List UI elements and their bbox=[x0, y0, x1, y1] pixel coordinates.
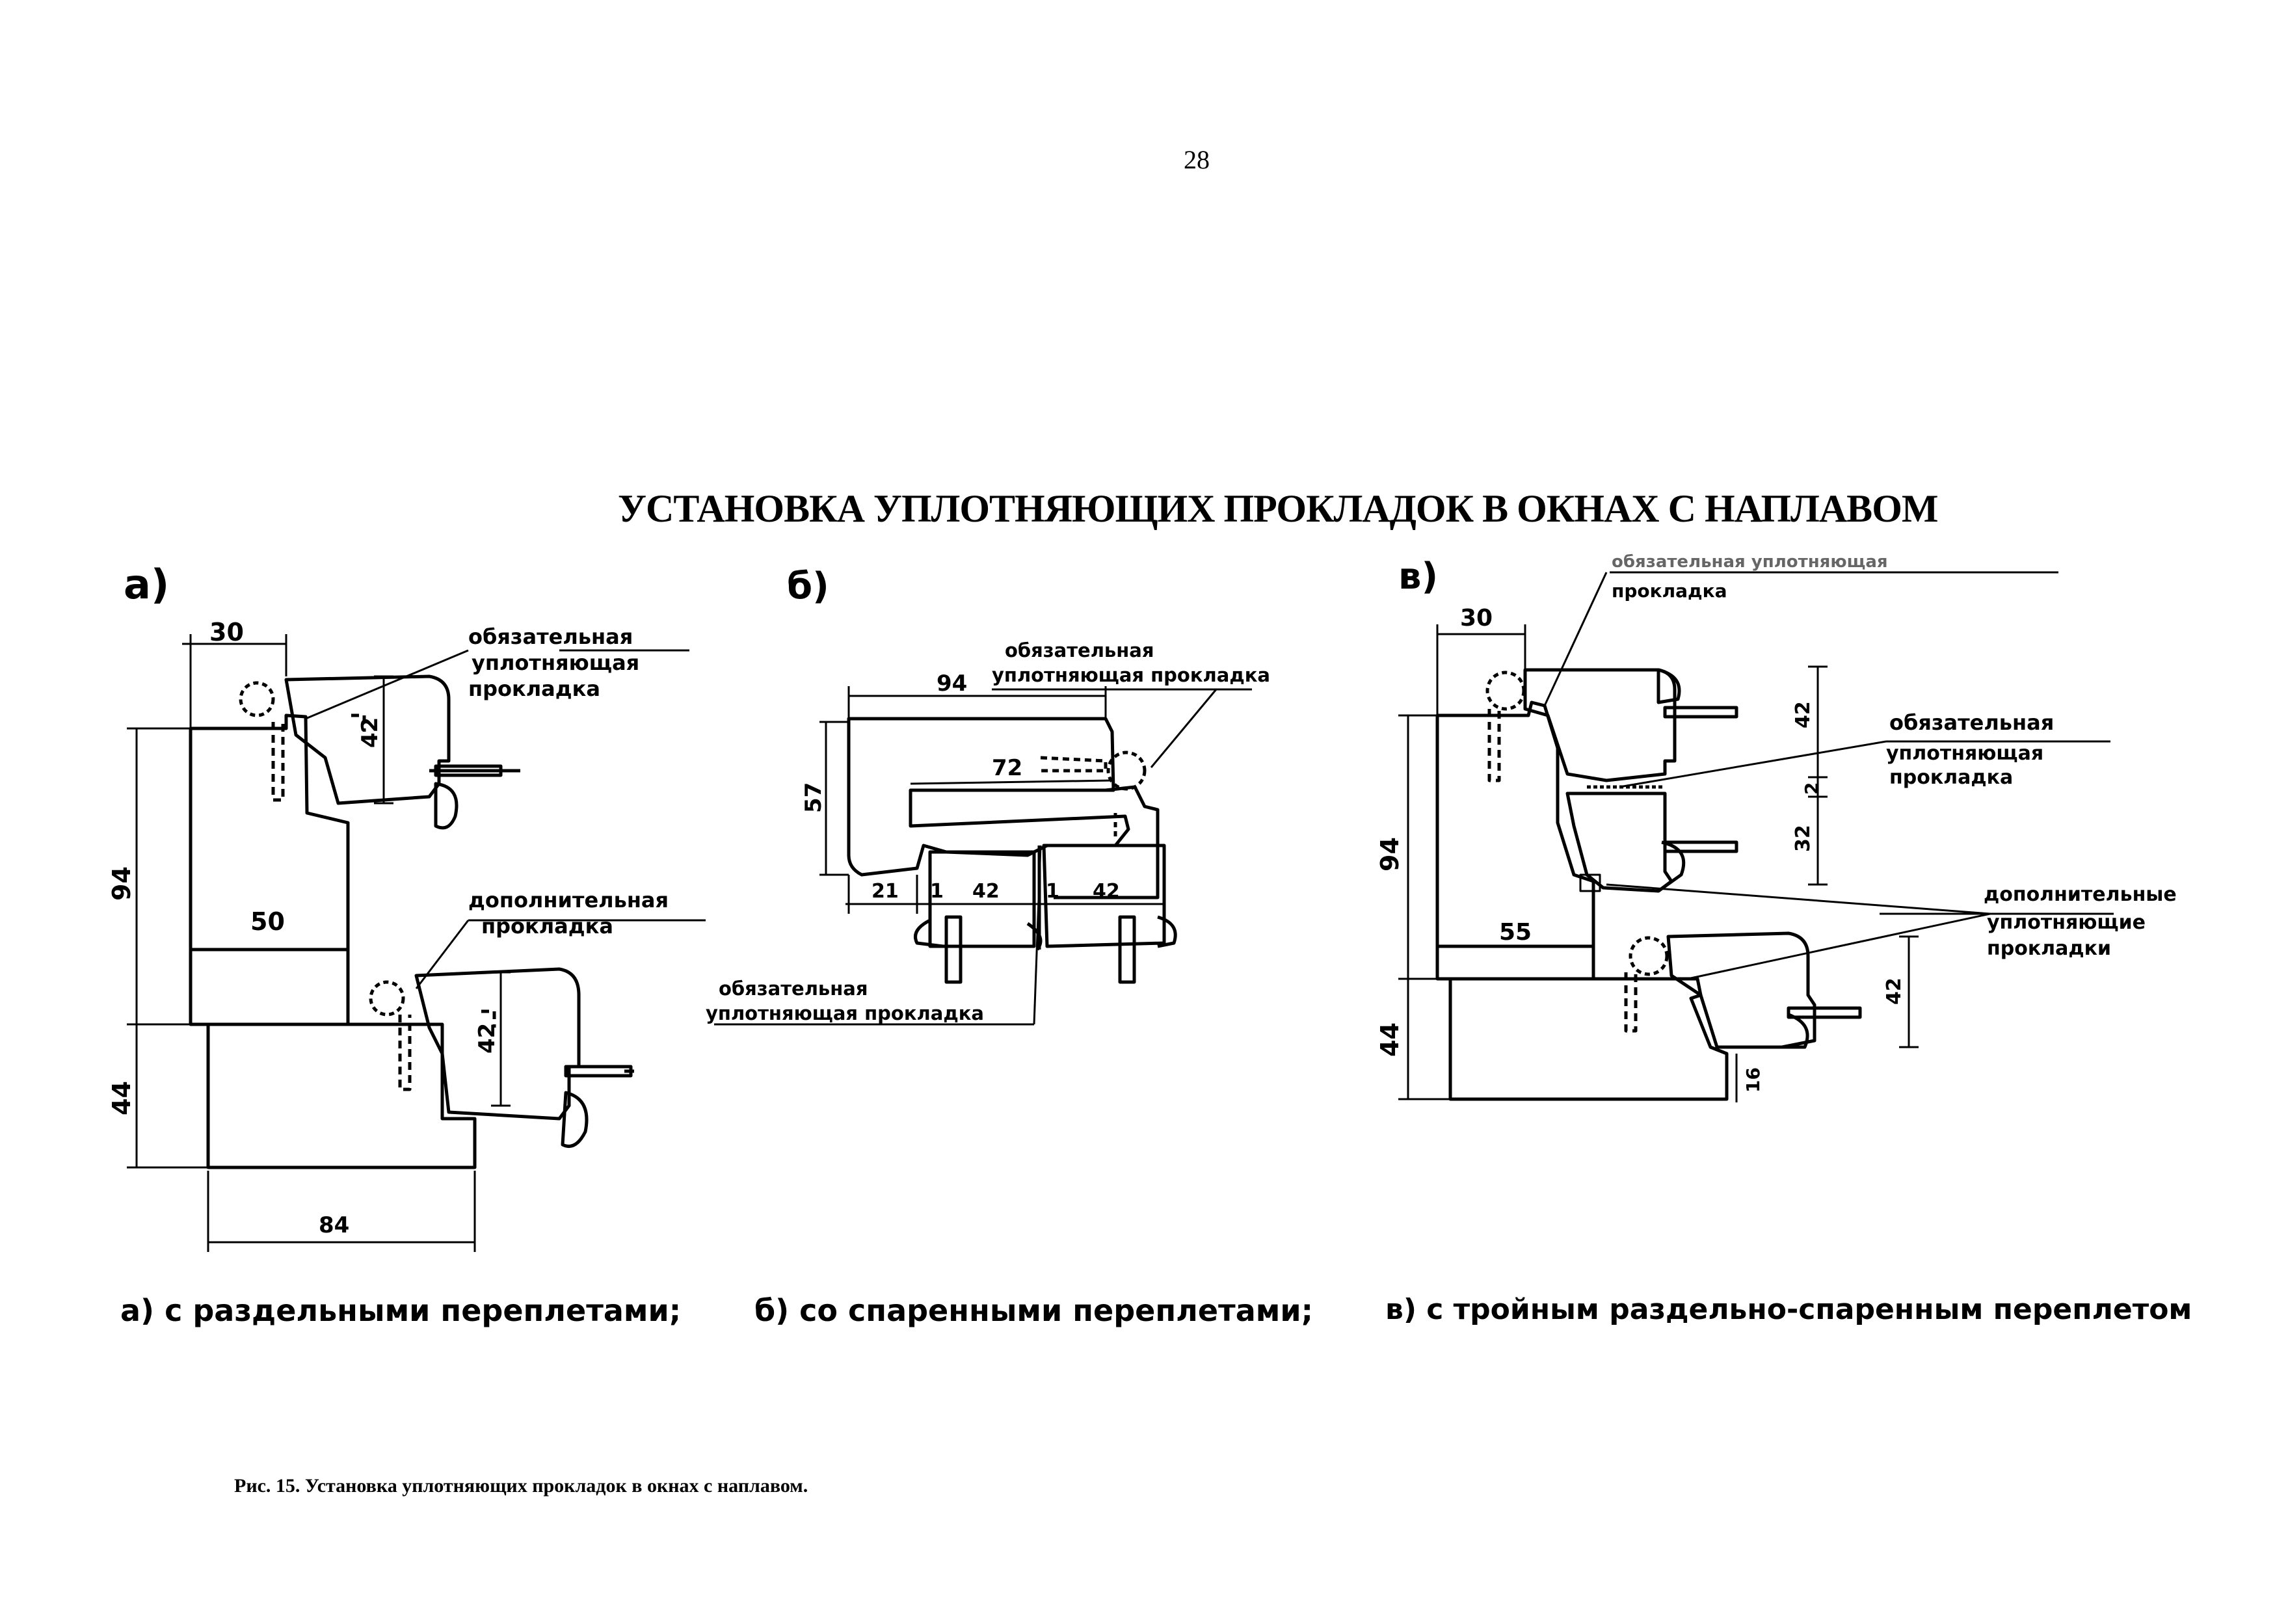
panel-a-seal-circle-bottom bbox=[369, 980, 405, 1017]
panel-c-label-required-top-1: обязательная уплотняющая bbox=[1612, 552, 1888, 572]
panel-b-label-required-bottom-1: обязательная bbox=[719, 978, 868, 1000]
panel-c-frame bbox=[1435, 700, 1729, 1101]
panel-b-seal-circle bbox=[1106, 751, 1147, 791]
panel-a-label-additional-1: дополнительная bbox=[468, 888, 669, 912]
panel-c-label-additional-1: дополнительные bbox=[1984, 883, 2177, 906]
panel-b-dim-1b: 1 bbox=[1046, 880, 1059, 903]
panel-c-seal-circle-bottom bbox=[1629, 936, 1669, 976]
panel-a-label-additional-2: прокладка bbox=[481, 914, 613, 938]
panel-b-dim-42a: 42 bbox=[972, 880, 1000, 903]
panel-a-dim-42b: 42 bbox=[474, 1023, 500, 1054]
panel-a-label-required-3: прокладка bbox=[468, 676, 600, 701]
panel-a-label-required-2: уплотняющая bbox=[472, 650, 639, 675]
panel-b-label-required-top-1: обязательная bbox=[1005, 639, 1154, 661]
panel-a-dim-30: 30 bbox=[209, 618, 244, 646]
panel-b-subtitle: б) со спаренными переплетами; bbox=[754, 1293, 1313, 1328]
panel-c-dim-42a: 42 bbox=[1792, 701, 1815, 728]
panel-c-dim-16: 16 bbox=[1742, 1067, 1764, 1093]
panel-b-label-required-top-2: уплотняющая прокладка bbox=[992, 664, 1270, 686]
panel-a-seal-circle-top bbox=[239, 681, 275, 717]
panel-c-dim-55: 55 bbox=[1499, 919, 1532, 946]
panel-a-dim-44: 44 bbox=[107, 1081, 136, 1115]
panel-c-dim-44: 44 bbox=[1376, 1022, 1404, 1057]
panel-c-label-required-mid-2: уплотняющая bbox=[1886, 742, 2043, 765]
panel-a-subtitle: а) с раздельными переплетами; bbox=[120, 1293, 682, 1328]
panel-b-dim-42b: 42 bbox=[1093, 880, 1120, 903]
panel-b-dim-72: 72 bbox=[992, 755, 1022, 781]
panel-b-dimensions bbox=[714, 686, 1252, 1026]
panel-c-label-required-top-2: прокладка bbox=[1612, 580, 1727, 602]
panel-c-dimensions bbox=[1398, 571, 2114, 1102]
panel-a-dimensions bbox=[127, 634, 706, 1252]
panel-c-top-sash bbox=[1523, 668, 1677, 782]
panel-a-dim-94: 94 bbox=[107, 866, 136, 901]
panel-b-dim-57: 57 bbox=[801, 782, 827, 813]
panel-b-marker: б) bbox=[787, 565, 829, 607]
panel-a-marker: а) bbox=[124, 561, 169, 608]
page-number: 28 bbox=[1184, 145, 1210, 174]
panel-c-dim-94: 94 bbox=[1376, 837, 1404, 872]
panel-c-subtitle: в) с тройным раздельно-спаренным перепле… bbox=[1385, 1293, 2192, 1326]
panel-c-dim-30: 30 bbox=[1460, 605, 1493, 632]
panel-c-bottom-sash bbox=[1666, 931, 1816, 1049]
panel-a-dim-84: 84 bbox=[319, 1212, 349, 1238]
panel-b-main-sash bbox=[847, 717, 1130, 877]
panel-a-dim-50: 50 bbox=[250, 907, 285, 936]
panel-a-lower-sash bbox=[414, 967, 581, 1121]
panel-c-label-required-mid-1: обязательная bbox=[1889, 710, 2054, 735]
drawing-title: УСТАНОВКА УПЛОТНЯЮЩИХ ПРОКЛАДОК В ОКНАХ … bbox=[618, 487, 1938, 530]
panel-c-dim-42b: 42 bbox=[1883, 978, 1906, 1005]
panel-b-dim-21: 21 bbox=[871, 880, 899, 903]
figure-caption: Рис. 15. Установка уплотняющих прокладок… bbox=[234, 1475, 808, 1497]
panel-a: а) bbox=[107, 561, 706, 1252]
panel-b-dim-1a: 1 bbox=[930, 880, 944, 903]
panel-c-label-additional-2: уплотняющие bbox=[1987, 911, 2146, 934]
panel-b-lower-right-sash bbox=[1042, 844, 1166, 948]
panel-b: б) bbox=[706, 565, 1270, 1026]
panel-b-dim-94: 94 bbox=[937, 671, 967, 697]
panel-a-dim-42: 42 bbox=[357, 717, 383, 748]
panel-c-seal-circle-top bbox=[1485, 671, 1526, 711]
panel-c-marker: в) bbox=[1398, 555, 1438, 598]
panel-a-upper-sash bbox=[284, 674, 451, 805]
panel-b-lower-left-sash bbox=[928, 850, 1036, 948]
panel-c-dim-32: 32 bbox=[1792, 825, 1815, 852]
panel-c-dim-2: 2 bbox=[1801, 782, 1822, 795]
panel-c-label-additional-3: прокладки bbox=[1987, 937, 2111, 960]
panel-c: в) bbox=[1376, 552, 2177, 1102]
panel-b-label-required-bottom-2: уплотняющая прокладка bbox=[706, 1002, 984, 1024]
panel-c-label-required-mid-3: прокладка bbox=[1889, 766, 2013, 789]
panel-a-label-required-1: обязательная bbox=[468, 624, 633, 649]
